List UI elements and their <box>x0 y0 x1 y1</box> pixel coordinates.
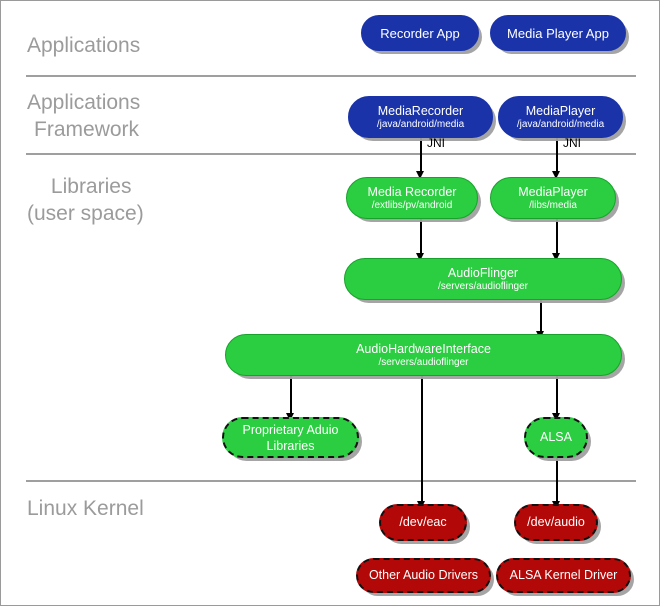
node-alsa[interactable]: ALSA <box>524 417 588 458</box>
node-proprietary-audio-libraries-title-line2: Libraries <box>266 438 315 453</box>
node-mediarecorder-framework-title: MediaRecorder <box>377 103 464 118</box>
node-alsa-kernel-driver[interactable]: ALSA Kernel Driver <box>496 558 631 593</box>
connector-ahi-to-alsa <box>556 375 558 417</box>
connector-ahi-to-proprietary-libs <box>290 375 292 417</box>
node-mediaplayer-framework-path: /java/android/media <box>516 118 605 130</box>
layer-label-applications: Applications <box>27 34 141 57</box>
arrowhead-mediaplayer-to-lib <box>552 171 560 179</box>
node-mediaplayer-lib-path: /libs/media <box>529 199 577 211</box>
node-other-audio-drivers[interactable]: Other Audio Drivers <box>356 558 491 593</box>
node-audiohardwareinterface-path: /servers/audioflinger <box>378 356 469 368</box>
connector-mediarecorder-to-lib <box>420 138 422 174</box>
node-mediaplayer-framework-title: MediaPlayer <box>525 103 596 118</box>
node-alsa-kernel-driver-title: ALSA Kernel Driver <box>509 568 618 582</box>
node-mediaplayer-lib-title: MediaPlayer <box>518 184 588 199</box>
node-media-player-app-title: Media Player App <box>507 25 609 41</box>
connector-audioflinger-to-audiohardwareinterface <box>540 300 542 335</box>
node-proprietary-audio-libraries-title-line1: Proprietary Aduio <box>242 422 339 437</box>
edge-label-jni-recorder: JNI <box>427 136 445 150</box>
node-recorder-app[interactable]: Recorder App <box>361 15 479 51</box>
node-recorder-app-title: Recorder App <box>380 25 460 41</box>
node-media-recorder-lib-path: /extlibs/pv/android <box>371 199 453 211</box>
node-audiohardwareinterface[interactable]: AudioHardwareInterface /servers/audiofli… <box>225 334 622 376</box>
connector-alsa-to-dev-audio <box>556 457 558 505</box>
node-mediaplayer-lib[interactable]: MediaPlayer /libs/media <box>490 177 616 219</box>
connector-mediaplayer-lib-to-audioflinger <box>556 219 558 257</box>
node-other-audio-drivers-title: Other Audio Drivers <box>368 568 479 582</box>
arrowhead-mediarecorder-to-lib <box>416 171 424 179</box>
node-alsa-title: ALSA <box>540 430 572 444</box>
node-mediarecorder-framework-path: /java/android/media <box>376 118 465 130</box>
node-dev-eac-title: /dev/eac <box>399 515 447 529</box>
node-proprietary-audio-libraries[interactable]: Proprietary Aduio Libraries <box>222 417 359 458</box>
divider-applications <box>26 75 636 77</box>
connector-mediaplayer-to-lib <box>556 138 558 174</box>
arrowhead-media-recorder-to-audioflinger <box>416 253 424 261</box>
connector-ahi-to-dev-eac <box>421 375 423 505</box>
node-media-recorder-lib[interactable]: Media Recorder /extlibs/pv/android <box>346 177 478 219</box>
node-audioflinger[interactable]: AudioFlinger /servers/audioflinger <box>344 258 622 300</box>
node-mediaplayer-framework[interactable]: MediaPlayer /java/android/media <box>498 96 623 138</box>
node-media-recorder-lib-title: Media Recorder <box>367 184 457 199</box>
divider-applications-framework <box>26 153 636 155</box>
divider-linux-kernel <box>26 480 636 482</box>
node-dev-eac[interactable]: /dev/eac <box>379 504 467 541</box>
edge-label-jni-player: JNI <box>563 136 581 150</box>
node-audioflinger-path: /servers/audioflinger <box>437 280 529 292</box>
layer-label-applications-framework: Applications Framework <box>27 91 141 141</box>
node-media-player-app[interactable]: Media Player App <box>490 15 626 51</box>
node-mediarecorder-framework[interactable]: MediaRecorder /java/android/media <box>348 96 493 138</box>
node-dev-audio-title: /dev/audio <box>527 515 585 529</box>
layer-label-linux-kernel: Linux Kernel <box>27 497 144 520</box>
layer-label-libraries: Libraries (user space) <box>27 175 144 225</box>
arrowhead-mediaplayer-lib-to-audioflinger <box>552 253 560 261</box>
node-dev-audio[interactable]: /dev/audio <box>514 504 598 541</box>
connector-media-recorder-to-audioflinger <box>420 219 422 257</box>
node-audiohardwareinterface-title: AudioHardwareInterface <box>356 341 491 356</box>
node-audioflinger-title: AudioFlinger <box>447 265 519 280</box>
